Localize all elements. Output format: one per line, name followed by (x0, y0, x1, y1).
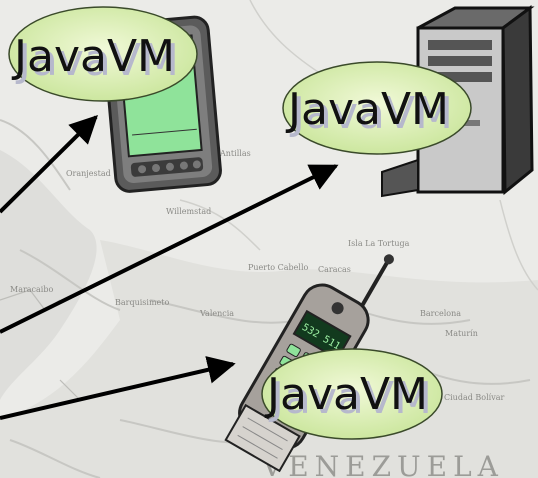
map-label-barquisimeto: Barquisimeto (115, 298, 170, 307)
javavm-label-top-right: JavaVM (285, 84, 449, 135)
arrows (0, 115, 339, 420)
javavm-ellipse-top-right: JavaVM JavaVM (282, 61, 472, 155)
svg-text:JavaVM: JavaVM (289, 88, 453, 139)
arrow-to-server (0, 164, 339, 334)
map-label-willemstad: Willemstad (166, 207, 211, 216)
arrow-to-phone (0, 356, 236, 420)
arrow-to-pda (0, 115, 98, 214)
map-label-maturin: Maturín (445, 329, 478, 338)
javavm-ellipse-top-left: JavaVM JavaVM (8, 6, 198, 102)
map-label-valencia: Valencia (199, 309, 234, 318)
map-label-ciudad-bolivar: Ciudad Bolívar (444, 393, 504, 402)
map-label-caracas: Caracas (318, 265, 351, 274)
map-label-antillas: Antillas (219, 149, 251, 158)
map-label-puerto-cabello: Puerto Cabello (248, 263, 309, 272)
map-label-barcelona: Barcelona (420, 309, 461, 318)
phone-screen (292, 309, 352, 361)
map-label-la-tortuga: Isla La Tortuga (348, 239, 410, 248)
javavm-ellipse-bottom: JavaVM JavaVM (261, 348, 443, 440)
map-label-maracaibo: Maracaibo (10, 285, 53, 294)
javavm-label-bottom: JavaVM (264, 369, 428, 420)
map-label-oranjestad: Oranjestad (66, 169, 111, 178)
svg-text:JavaVM: JavaVM (268, 373, 432, 424)
svg-text:JavaVM: JavaVM (15, 35, 179, 86)
javavm-label-top-left: JavaVM (11, 31, 175, 82)
map-label-country: VENEZUELA (261, 450, 504, 478)
